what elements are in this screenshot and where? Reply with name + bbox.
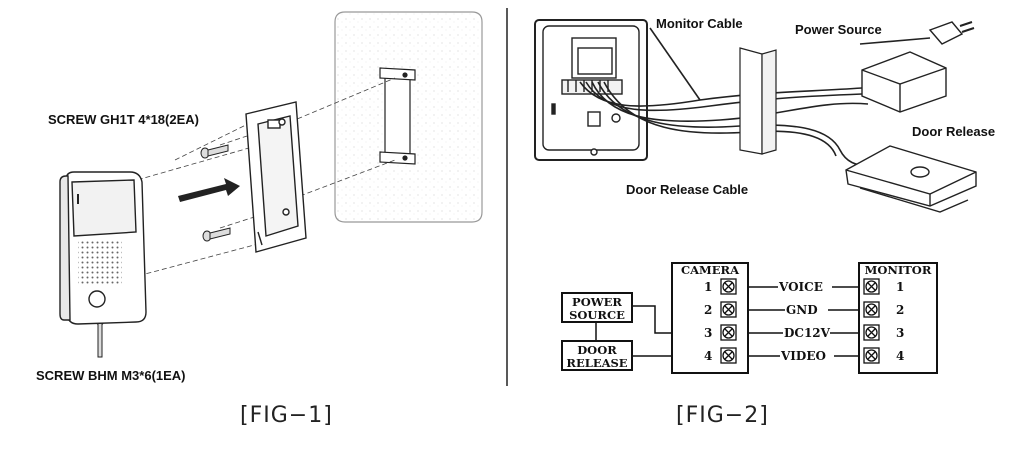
screw-icon-middle: [202, 227, 231, 242]
screw-icon-bottom: [96, 320, 104, 358]
screw-top-label: SCREW GH1T 4*18(2EA): [48, 112, 199, 127]
power-source-box: POWER SOURCE: [561, 292, 633, 323]
monitor-terminal-4-num: 4: [896, 349, 905, 363]
camera-terminal-4-num: 4: [704, 349, 713, 363]
monitor-cable-label: Monitor Cable: [656, 16, 743, 31]
door-release-unit: [845, 145, 977, 213]
power-box-line2: SOURCE: [569, 308, 625, 322]
monitor-terminal-3-num: 3: [896, 326, 905, 340]
fig1-caption: [FIG−1]: [240, 403, 333, 428]
signal-voice: VOICE: [779, 280, 823, 294]
wall-box: [379, 67, 416, 165]
camera-terminal-1-num: 1: [704, 280, 713, 294]
door-release-cable-label: Door Release Cable: [626, 182, 749, 197]
door-release-box: DOOR RELEASE: [561, 340, 633, 371]
camera-title: CAMERA: [680, 263, 740, 277]
door-box-line1: DOOR: [577, 343, 617, 357]
power-source-unit: [861, 21, 975, 113]
camera-terminal-3-num: 3: [704, 326, 713, 340]
power-source-label: Power Source: [795, 22, 882, 37]
door-box-line2: RELEASE: [566, 356, 628, 370]
signal-dc12v: DC12V: [784, 326, 830, 340]
screw-bottom-label: SCREW BHM M3*6(1EA): [36, 368, 186, 383]
camera-terminal-2-num: 2: [704, 303, 713, 317]
monitor-title: MONITOR: [864, 263, 932, 277]
screw-icon-top: [200, 144, 229, 159]
door-release-label: Door Release: [912, 124, 996, 139]
monitor-terminal-2-num: 2: [896, 303, 905, 317]
signal-gnd: GND: [786, 303, 818, 317]
signal-video: VIDEO: [781, 349, 826, 363]
assembly-arrow-icon: [178, 178, 240, 202]
mounting-bracket: [245, 101, 307, 253]
door-camera-unit: [59, 171, 147, 325]
junction-box: [739, 47, 777, 155]
fig2-caption: [FIG−2]: [676, 403, 769, 428]
power-box-line1: POWER: [572, 295, 622, 309]
monitor-terminal-1-num: 1: [896, 280, 905, 294]
